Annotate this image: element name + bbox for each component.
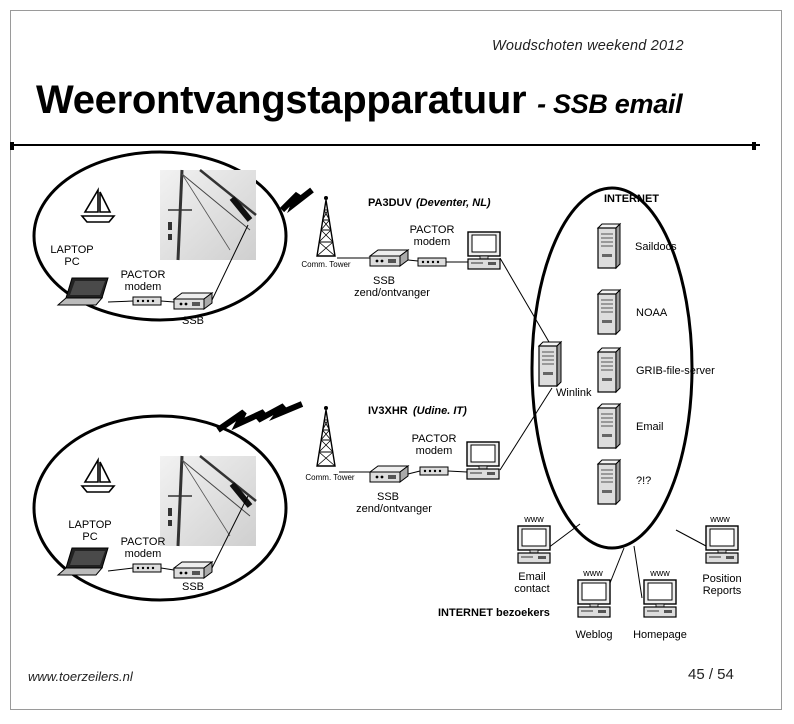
ssb-radio-icon [173,292,213,310]
sailboat-icon [81,189,115,223]
server-icon [597,403,621,449]
tower-label-1: Comm. Tower [301,260,351,269]
title-main: Weerontvangstapparatuur [36,78,527,122]
radio-link-1 [279,187,314,214]
pactor-modem-icon [419,466,449,476]
mast-photo-2 [160,456,256,546]
visitor-computer-icon [577,579,611,618]
client-label-homepage: Homepage [633,629,687,641]
www-label: www [709,514,730,524]
internet-ellipse [530,186,694,550]
station-location-1: (Deventer, NL) [416,197,491,209]
pactor-label-4b: modem [416,445,453,457]
pactor-modem-icon [132,563,162,573]
internet-label: INTERNET [604,193,659,205]
www-label: www [649,568,670,578]
station-call-2: IV3XHR [368,405,408,417]
page-number: 45 / 54 [688,666,734,683]
title-rule [12,144,760,146]
boat-2-group: LAPTOP PC PACTOR modem SSB [32,414,288,602]
server-label-noaa: NOAA [636,307,668,319]
pactor-label-1b: modem [125,281,162,293]
radio-link-2 [216,401,304,433]
visitor-computer-icon [643,579,677,618]
visitor-computer-icon [517,525,551,564]
server-label-saildocs: Saildocs [635,241,677,253]
laptop-label-1a: LAPTOP [50,244,93,256]
pactor-label-3a: PACTOR [121,536,166,548]
laptop-icon [57,547,109,576]
laptop-label-2a: LAPTOP [68,519,111,531]
ssb-transceiver-icon [369,249,409,267]
rule-end-right [752,142,756,150]
ssb-label-2a: SSB [373,275,395,287]
ssb-label-1: SSB [182,315,204,327]
server-label-unknown: ?!? [636,475,651,487]
laptop-label-2b: PC [82,531,97,543]
server-label-grib: GRIB-file-server [636,365,715,377]
pactor-label-2a: PACTOR [410,224,455,236]
internet-group: INTERNET Winlink Saildocs NOAA GRIB-file… [499,186,715,550]
pactor-modem-icon [417,257,447,267]
client-label-weblog: Weblog [575,629,612,641]
title-sub: - SSB email [537,89,683,119]
boat-2-ellipse [32,414,288,602]
sailboat-icon [81,459,115,493]
footer-url: www.toerzeilers.nl [28,669,133,684]
ssb-radio-icon [173,561,213,579]
slide-title: Weerontvangstapparatuur - SSB email [36,78,683,123]
station-call-1: PA3DUV [368,197,412,209]
server-icon [597,459,621,505]
pactor-modem-icon [132,296,162,306]
visitors-label: INTERNET bezoekers [438,607,550,619]
network-diagram: LAPTOP PC PACTOR modem SSB Comm. Tower P… [12,150,762,652]
ssb-label-2b: zend/ontvanger [354,287,430,299]
mast-photo-1 [160,170,256,260]
desktop-computer-icon [466,441,500,480]
ssb-label-3: SSB [182,581,204,593]
server-icon [597,223,621,269]
pactor-label-2b: modem [414,236,451,248]
pactor-label-3b: modem [125,548,162,560]
www-label: www [582,568,603,578]
client-label-email-a: Email [518,571,546,583]
server-icon [597,289,621,335]
pactor-label-1a: PACTOR [121,269,166,281]
ssb-label-4a: SSB [377,491,399,503]
server-icon [597,347,621,393]
boat-1-ellipse [32,150,288,322]
laptop-label-1b: PC [64,256,79,268]
comm-tower-icon [316,195,336,257]
visitors-group: www Email contact www Weblog www Homepag… [438,514,742,641]
www-label: www [523,514,544,524]
station-2-group: Comm. Tower IV3XHR (Udine. IT) PACTOR mo… [305,405,500,515]
client-label-position-b: Reports [703,585,742,597]
winlink-server-icon [538,341,562,387]
ssb-transceiver-icon [369,465,409,483]
client-label-position-a: Position [702,573,741,585]
event-label: Woudschoten weekend 2012 [492,38,684,54]
tower-label-2: Comm. Tower [305,473,355,482]
station-location-2: (Udine. IT) [413,405,467,417]
winlink-label: Winlink [556,387,592,399]
boat-1-group: LAPTOP PC PACTOR modem SSB [32,150,288,327]
client-label-email-b: contact [514,583,549,595]
station-1-group: Comm. Tower PA3DUV (Deventer, NL) PACTOR… [301,195,501,299]
desktop-computer-icon [467,231,501,270]
comm-tower-icon [316,405,336,467]
ssb-label-4b: zend/ontvanger [356,503,432,515]
rule-end-left [10,142,14,150]
network-diagram-svg: LAPTOP PC PACTOR modem SSB Comm. Tower P… [32,150,742,641]
pactor-label-4a: PACTOR [412,433,457,445]
visitor-computer-icon [705,525,739,564]
server-label-email: Email [636,421,664,433]
